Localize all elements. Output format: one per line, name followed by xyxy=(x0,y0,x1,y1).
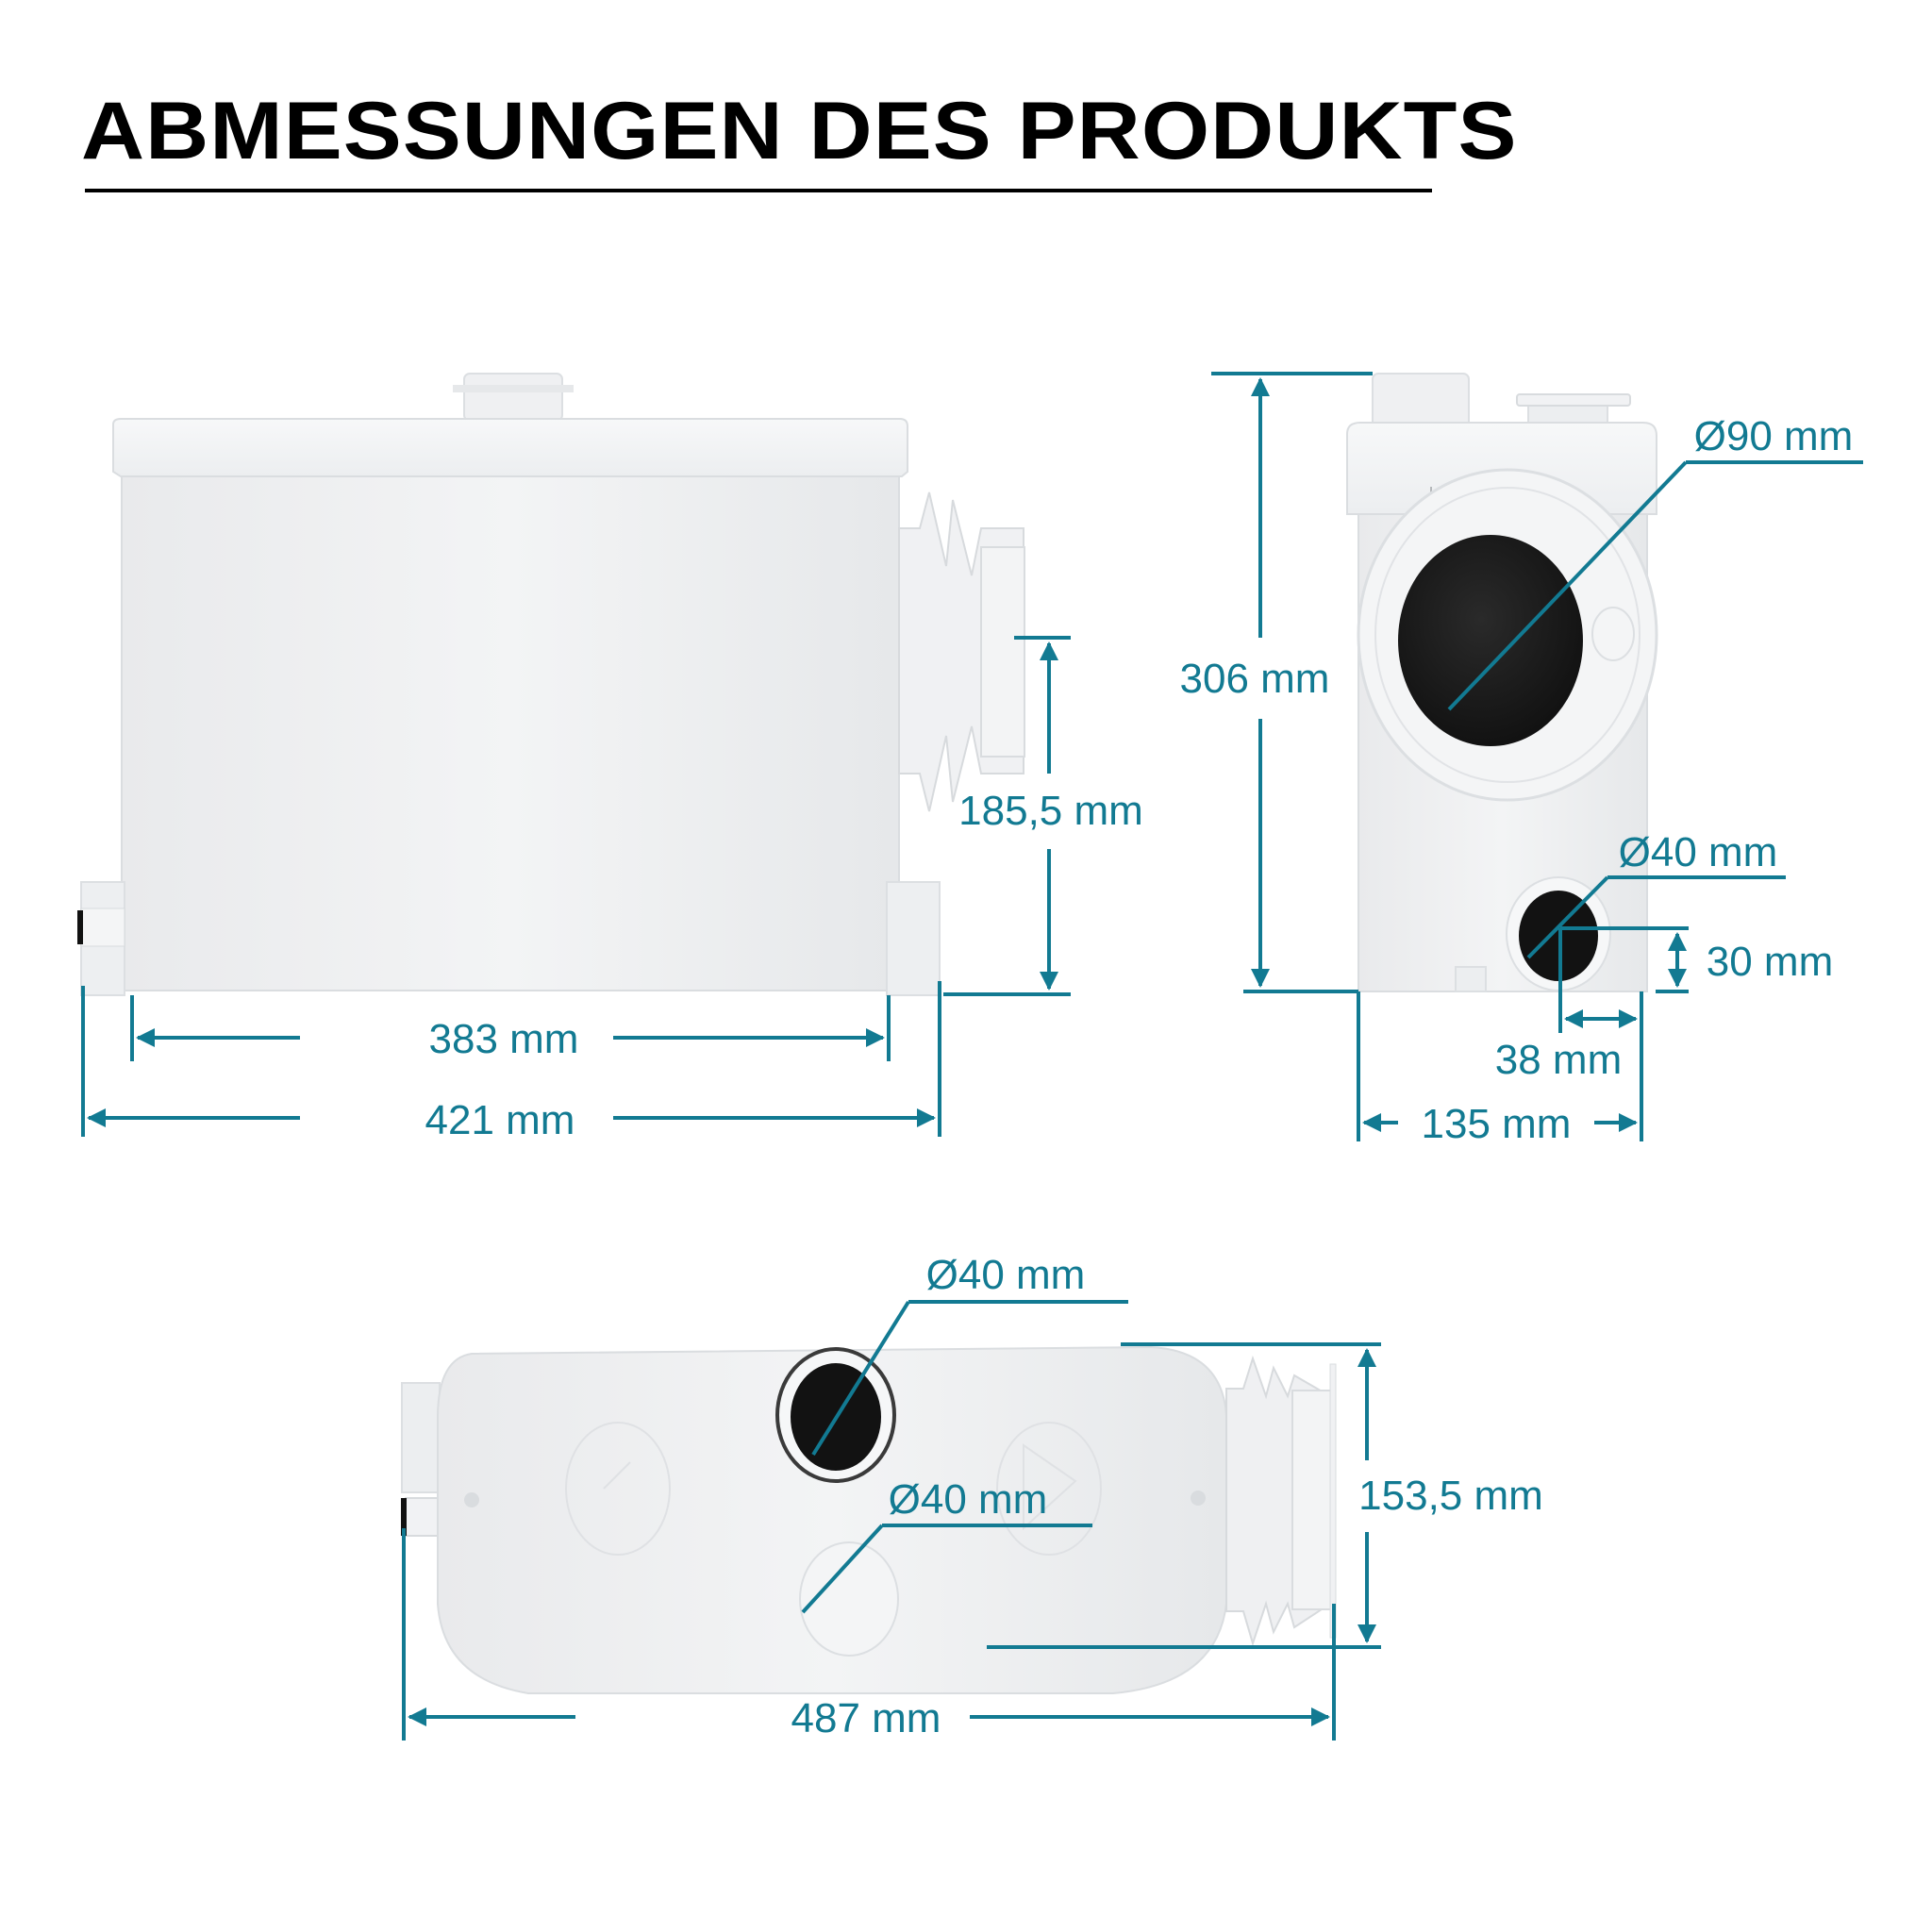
front-left-clamp xyxy=(77,910,83,944)
front-top-vent-pipe xyxy=(463,373,563,422)
dim-small-inlet-diameter: Ø40 mm xyxy=(1619,829,1778,875)
dim-top-total-length: 487 mm xyxy=(791,1695,941,1741)
front-view: 185,5 mm 383 mm 421 mm xyxy=(77,373,1143,1143)
side-flange-tab xyxy=(1591,607,1635,661)
top-body xyxy=(437,1345,1227,1694)
front-left-pipe-band xyxy=(80,908,125,947)
top-knockout-right-mark xyxy=(1023,1443,1077,1531)
dim-small-inlet-offset: 38 mm xyxy=(1495,1037,1622,1083)
top-view: Ø40 mm Ø40 mm 153,5 mm 487 mm xyxy=(401,1252,1543,1741)
dim-total-width: 421 mm xyxy=(425,1097,575,1143)
side-dimension-lines xyxy=(1211,372,1863,1141)
dim-side-height: 306 mm xyxy=(1180,656,1330,702)
top-left-small-pipe xyxy=(405,1497,442,1537)
side-flange-ring xyxy=(1374,487,1641,783)
front-bellows-inlet xyxy=(898,491,1025,812)
front-lid xyxy=(112,418,908,477)
dim-small-inlet-height: 30 mm xyxy=(1707,939,1833,985)
dim-inlet-height: 185,5 mm xyxy=(958,788,1143,834)
top-knockout-left-mark xyxy=(603,1461,631,1490)
title-underline xyxy=(85,189,1432,192)
top-vent-cap xyxy=(799,1541,899,1657)
dim-main-inlet-diameter: Ø90 mm xyxy=(1694,413,1854,459)
front-dimension-lines xyxy=(81,636,1071,1137)
top-knockout-right xyxy=(996,1422,1102,1556)
side-small-pipe-flange xyxy=(1516,393,1631,407)
front-vent-collar xyxy=(453,385,574,392)
side-main-inlet-opening xyxy=(1398,535,1583,746)
front-right-pipe xyxy=(886,881,941,996)
front-body xyxy=(121,475,900,991)
top-screw-right xyxy=(1191,1491,1206,1506)
top-knockout-left xyxy=(565,1422,671,1556)
top-bellows-inlet xyxy=(1225,1355,1337,1647)
side-view: 306 mm Ø90 mm Ø40 mm 30 mm 38 mm 135 mm xyxy=(1180,372,1863,1147)
top-dimension-lines xyxy=(402,1300,1381,1740)
dim-top-depth: 153,5 mm xyxy=(1358,1473,1543,1519)
side-bottom-notch xyxy=(1455,966,1487,992)
page-title: ABMESSUNGEN DES PRODUKTS xyxy=(81,86,1518,176)
top-left-clamp xyxy=(401,1498,407,1536)
dim-side-depth: 135 mm xyxy=(1422,1101,1572,1147)
dim-top-outlet-diameter: Ø40 mm xyxy=(926,1252,1086,1298)
top-screw-left xyxy=(464,1492,479,1507)
dim-body-width: 383 mm xyxy=(429,1016,579,1062)
side-vent-pipe xyxy=(1372,373,1470,429)
top-left-pipe xyxy=(401,1382,441,1493)
dim-top-vent-diameter: Ø40 mm xyxy=(889,1476,1048,1523)
